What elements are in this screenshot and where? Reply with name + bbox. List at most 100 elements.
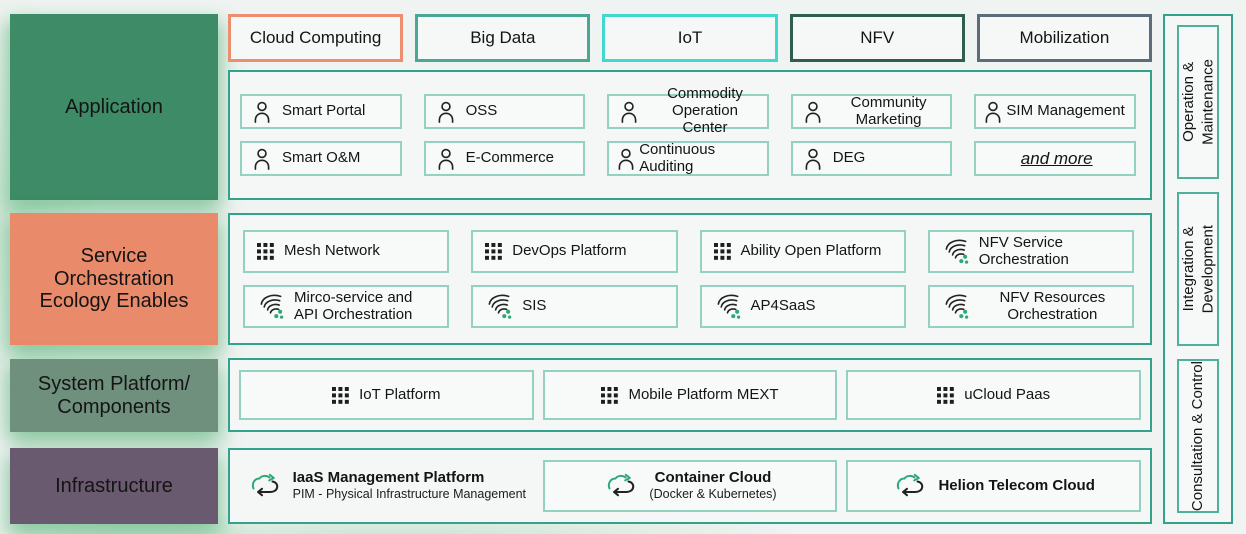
tab-big-data-label: Big Data xyxy=(470,28,536,47)
grid-icon xyxy=(601,387,618,404)
user-icon xyxy=(802,147,824,171)
sys-item-mobile-platform-mext: Mobile Platform MEXT xyxy=(542,370,838,420)
lifecycle-rail: Operation & Maintenance Integration & De… xyxy=(1163,14,1233,524)
app-item-sim-management: SIM Management xyxy=(974,94,1136,129)
grid-icon xyxy=(714,243,731,260)
orchestration-icon xyxy=(257,293,284,320)
tab-iot: IoT xyxy=(602,14,778,62)
user-icon xyxy=(435,100,457,124)
orchestration-icon xyxy=(485,293,512,320)
tab-nfv-label: NFV xyxy=(860,28,895,47)
svc-item-label: Mesh Network xyxy=(284,242,380,260)
svc-item-nfv-resources-orchestration: NFV Resources Orchestration xyxy=(927,285,1134,328)
service-orchestration-container: Mesh Network DevOps Platform Ability Ope… xyxy=(228,213,1152,345)
svc-item-sis: SIS xyxy=(471,285,678,328)
infrastructure-container: IaaS Management Platform PIM - Physical … xyxy=(228,448,1152,524)
row-label-system-text: System Platform/ Components xyxy=(37,373,191,418)
infra-item-text: Container Cloud (Docker & Kubernetes) xyxy=(649,469,776,503)
tab-cloud-computing: Cloud Computing xyxy=(228,14,404,62)
infra-item-iaas-management-platform: IaaS Management Platform PIM - Physical … xyxy=(239,460,534,512)
svc-item-label: NFV Service Orchestration xyxy=(978,233,1069,268)
grid-icon xyxy=(257,243,274,260)
orchestration-icon xyxy=(942,293,969,320)
row-label-service-orchestration: Service Orchestration Ecology Enables xyxy=(10,213,218,345)
app-item-smart-oandm: Smart O&M xyxy=(240,141,402,176)
app-item-commodity-operation-center: Commodity Operation Center xyxy=(607,85,769,136)
tab-iot-label: IoT xyxy=(677,28,703,47)
rail-label: Integration & Development xyxy=(1179,224,1217,314)
sys-item-iot-platform: IoT Platform xyxy=(239,370,534,420)
sys-item-label: Mobile Platform MEXT xyxy=(628,385,779,403)
sys-item-label: uCloud Paas xyxy=(964,385,1051,403)
application-container: Smart Portal OSS Commodity Operation Cen… xyxy=(228,70,1152,200)
svc-item-label: DevOps Platform xyxy=(512,242,627,260)
svc-item-microservice-api-orchestration: Mirco-service and API Orchestration xyxy=(243,285,450,328)
tab-mobilization-label: Mobilization xyxy=(1019,28,1110,47)
app-item-community-marketing: Community Marketing xyxy=(790,93,953,129)
infra-item-title: Container Cloud xyxy=(654,469,772,487)
user-icon xyxy=(618,100,640,124)
svc-item-label: SIS xyxy=(522,297,547,315)
user-icon xyxy=(435,147,457,171)
grid-icon xyxy=(485,243,502,260)
rail-box-operation-maintenance: Operation & Maintenance xyxy=(1177,25,1219,179)
svc-item-nfv-service-orchestration: NFV Service Orchestration xyxy=(927,230,1134,273)
svc-item-label: Ability Open Platform xyxy=(740,242,882,260)
app-item-continuous-auditing: Continuous Auditing xyxy=(607,141,769,176)
app-item-label: Commodity Operation Center xyxy=(667,85,743,136)
rail-label: Operation & Maintenance xyxy=(1179,59,1217,145)
app-item-label: SIM Management xyxy=(1006,102,1125,120)
infra-item-subtitle: (Docker & Kubernetes) xyxy=(649,487,777,502)
row-label-application-text: Application xyxy=(65,95,163,118)
cloud-sync-icon xyxy=(603,473,637,499)
tab-nfv: NFV xyxy=(789,14,965,62)
infra-item-text: IaaS Management Platform PIM - Physical … xyxy=(293,469,526,503)
app-item-label: DEG xyxy=(832,149,866,167)
tab-big-data: Big Data xyxy=(415,14,591,62)
user-icon xyxy=(615,147,637,171)
app-item-label: and more xyxy=(1020,148,1093,168)
app-item-smart-portal: Smart Portal xyxy=(240,94,402,129)
infra-item-container-cloud: Container Cloud (Docker & Kubernetes) xyxy=(542,460,838,512)
infra-item-subtitle: PIM - Physical Infrastructure Management xyxy=(292,487,527,502)
grid-icon xyxy=(937,387,954,404)
system-platform-container: IoT Platform Mobile Platform MEXT uCloud… xyxy=(228,358,1152,432)
sys-item-ucloud-paas: uCloud Paas xyxy=(846,370,1141,420)
rail-label: Consultation & Control xyxy=(1189,360,1207,511)
rail-box-integration-development: Integration & Development xyxy=(1177,191,1219,346)
user-icon xyxy=(982,100,1004,124)
grid-icon xyxy=(332,387,349,404)
app-item-oss: OSS xyxy=(423,94,586,129)
cloud-sync-icon xyxy=(892,473,926,499)
app-item-label: Continuous Auditing xyxy=(639,140,716,175)
user-icon xyxy=(802,100,824,124)
app-item-label: Community Marketing xyxy=(850,93,927,128)
infra-item-title: Helion Telecom Cloud xyxy=(938,477,1095,494)
app-item-deg: DEG xyxy=(790,141,953,176)
app-item-e-commerce: E-Commerce xyxy=(423,141,586,176)
svc-item-ability-open-platform: Ability Open Platform xyxy=(699,230,906,273)
tab-cloud-computing-label: Cloud Computing xyxy=(249,28,382,47)
infra-item-title: IaaS Management Platform xyxy=(292,469,485,487)
rail-box-consultation-control: Consultation & Control xyxy=(1177,358,1219,513)
row-label-infrastructure-text: Infrastructure xyxy=(55,474,173,497)
svc-item-label: NFV Resources Orchestration xyxy=(999,288,1106,323)
app-item-label: Smart Portal xyxy=(282,102,366,120)
sys-item-label: IoT Platform xyxy=(359,385,441,403)
row-label-application: Application xyxy=(10,14,218,200)
app-item-label: Smart O&M xyxy=(282,149,361,167)
user-icon xyxy=(251,100,273,124)
row-label-system-platform: System Platform/ Components xyxy=(10,359,218,432)
svc-item-devops-platform: DevOps Platform xyxy=(471,230,678,273)
app-item-label: E-Commerce xyxy=(465,149,554,167)
svc-item-mesh-network: Mesh Network xyxy=(243,230,450,273)
app-item-and-more: and more xyxy=(974,141,1136,176)
svc-item-label: AP4SaaS xyxy=(750,297,816,315)
row-label-infrastructure: Infrastructure xyxy=(10,448,218,524)
svc-item-label: Mirco-service and API Orchestration xyxy=(294,288,413,323)
svc-item-ap4saas: AP4SaaS xyxy=(699,285,906,328)
cloud-sync-icon xyxy=(247,473,281,499)
infra-item-helion-telecom-cloud: Helion Telecom Cloud xyxy=(846,460,1141,512)
row-label-service-text: Service Orchestration Ecology Enables xyxy=(39,245,189,313)
